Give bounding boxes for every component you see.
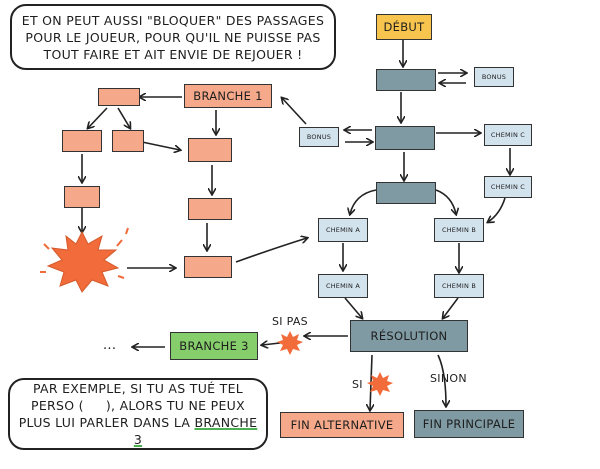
node-chemin-b-1: CHEMIN B [434, 218, 484, 242]
speech-bottom-line3-a: PLUS LUI PARLER DANS LA [18, 415, 195, 430]
node-chemin-a-1: CHEMIN A [318, 218, 368, 242]
si-explosion-icon [367, 372, 393, 396]
ellipsis-label: ... [103, 338, 117, 353]
arrow-left2-to-right [141, 141, 180, 150]
node-bonus-left-label: BONUS [306, 133, 332, 141]
speech-top-line1: ET ON PEUT AUSSI "BLOQUER" DES PASSAGES [21, 12, 325, 28]
arrow-si-pas-to-branche3 [262, 343, 281, 345]
node-fin-principale-label: FIN PRINCIPALE [422, 417, 516, 431]
node-resolution: RÉSOLUTION [350, 320, 468, 352]
node-step-1 [376, 69, 436, 91]
node-chemin-c-2: CHEMIN C [484, 176, 532, 198]
node-chemin-c-1: CHEMIN C [484, 124, 532, 146]
node-step-3 [376, 182, 436, 204]
arrow-cheminc2-to-cheminb [488, 197, 506, 222]
label-si-pas: SI PAS [272, 315, 308, 328]
small-explosion-icon [277, 331, 303, 355]
speech-top-line3: TOUT FAIRE ET AIT ENVIE DE REJOUER ! [43, 46, 303, 62]
arrow-last-to-chemina [235, 238, 307, 263]
arrow-cheminb2-to-resolution [443, 297, 459, 318]
label-si: SI [352, 378, 363, 391]
node-debut: DÉBUT [376, 14, 432, 40]
speech-bottom-line3-b: BRANCHE 3 [133, 415, 258, 447]
node-branche1-left-3 [64, 186, 100, 208]
node-branche-3: BRANCHE 3 [170, 332, 258, 360]
node-branche1-left-1 [62, 130, 102, 152]
node-branche-3-label: BRANCHE 3 [179, 339, 249, 353]
speech-bubble-top: ET ON PEUT AUSSI "BLOQUER" DES PASSAGES … [10, 4, 336, 70]
arrow-resolution-to-fin-principale [437, 354, 446, 406]
node-chemin-c-1-label: CHEMIN C [490, 131, 526, 139]
node-branche1-last [184, 256, 232, 278]
arrow-chemina2-to-resolution [344, 297, 362, 318]
node-chemin-a-2-label: CHEMIN A [325, 282, 361, 290]
node-bonus-left: BONUS [299, 127, 339, 147]
node-fin-principale: FIN PRINCIPALE [414, 410, 524, 438]
arrow-bonus-to-branche1 [282, 98, 307, 125]
speech-bubble-bottom: PAR EXEMPLE, SI TU AS TUÉ TEL PERSO ( ), … [8, 378, 268, 450]
node-chemin-b-1-label: CHEMIN B [441, 226, 477, 234]
node-branche-1: BRANCHE 1 [184, 84, 272, 108]
node-bonus-right-label: BONUS [481, 73, 507, 81]
node-chemin-c-2-label: CHEMIN C [490, 183, 526, 191]
speech-bottom-line2-b: ), ALORS TU NE PEUX [105, 398, 245, 413]
speech-top-line2: POUR LE JOUEUR, POUR QU'IL NE PUISSE PAS [25, 29, 321, 45]
explosion-icon [40, 227, 129, 293]
node-fin-alternative: FIN ALTERNATIVE [280, 412, 404, 438]
arrow-step3-to-chemina [350, 189, 377, 214]
node-branche1-right-2 [188, 198, 232, 220]
arrow-left-to-left2 [117, 107, 130, 128]
node-debut-label: DÉBUT [383, 20, 425, 34]
node-step-2 [375, 126, 435, 150]
node-chemin-b-2: CHEMIN B [434, 274, 484, 298]
node-branche1-left [98, 88, 140, 106]
node-branche1-left-2 [112, 130, 144, 152]
node-chemin-a-2: CHEMIN A [318, 274, 368, 298]
arrow-left-to-left1 [88, 107, 108, 128]
node-chemin-b-2-label: CHEMIN B [441, 282, 477, 290]
label-sinon: SINON [430, 372, 467, 385]
arrow-step3-to-cheminb [435, 189, 456, 214]
node-resolution-label: RÉSOLUTION [370, 329, 448, 343]
speech-bottom-line2-a: PERSO ( [30, 398, 84, 413]
speech-bottom-line1: PAR EXEMPLE, SI TU AS TUÉ TEL [32, 381, 244, 396]
node-chemin-a-1-label: CHEMIN A [325, 226, 361, 234]
node-branche1-right [188, 138, 232, 162]
node-bonus-right: BONUS [474, 67, 514, 87]
node-branche-1-label: BRANCHE 1 [193, 89, 263, 103]
node-fin-alternative-label: FIN ALTERNATIVE [290, 418, 394, 432]
